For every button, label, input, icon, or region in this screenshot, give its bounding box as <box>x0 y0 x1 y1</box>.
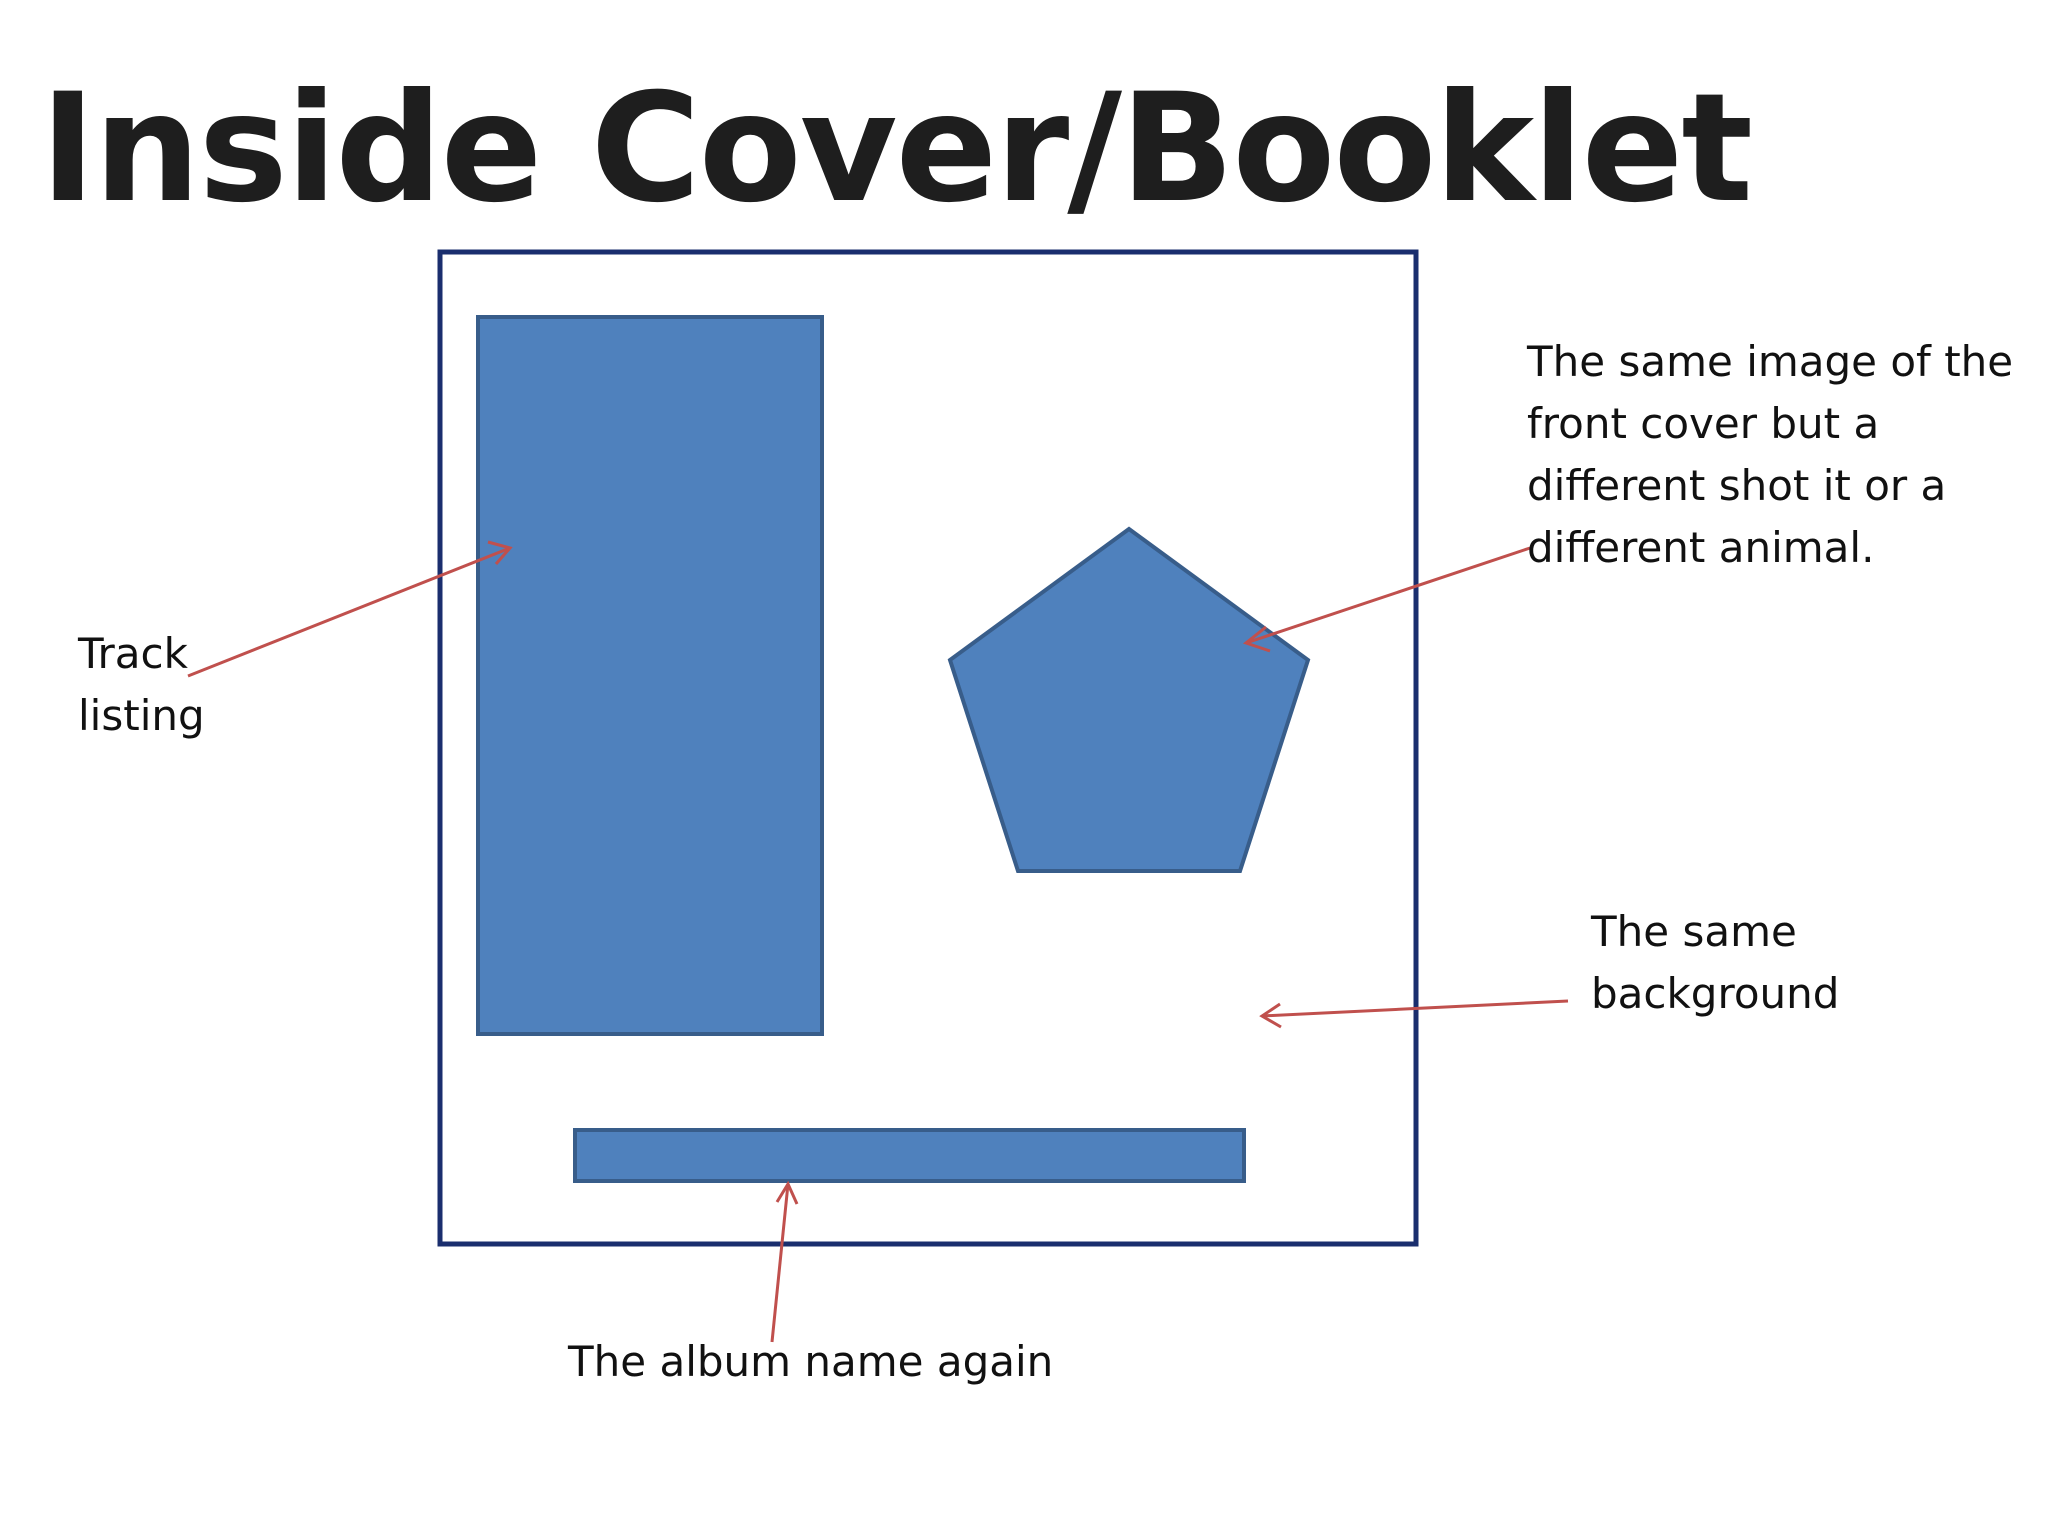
track-listing-line-1: Track <box>77 629 189 678</box>
background-line-2: background <box>1591 969 1839 1018</box>
album-name-label: The album name again <box>567 1337 1053 1386</box>
track-listing-label: Track listing <box>77 629 205 740</box>
front-image-line-4: different animal. <box>1527 523 1874 572</box>
album-name-arrow <box>770 1180 799 1343</box>
front-image-line-2: front cover but a <box>1527 399 1879 448</box>
background-line-1: The same <box>1590 907 1797 956</box>
front-image-arrow <box>1242 546 1531 653</box>
track-listing-block <box>476 315 824 1036</box>
front-image-line-3: different shot it or a <box>1527 461 1946 510</box>
background-arrow <box>1259 999 1569 1029</box>
slide-title: Inside Cover/Booklet <box>40 62 1751 236</box>
track-listing-arrow <box>187 540 513 678</box>
album-name-bar <box>573 1128 1246 1183</box>
front-image-label: The same image of the front cover but a … <box>1526 337 2026 572</box>
track-listing-line-2: listing <box>78 691 205 740</box>
background-label: The same background <box>1590 907 1839 1018</box>
front-image-line-1: The same image of the <box>1526 337 2013 386</box>
front-image-pentagon <box>947 526 1311 873</box>
